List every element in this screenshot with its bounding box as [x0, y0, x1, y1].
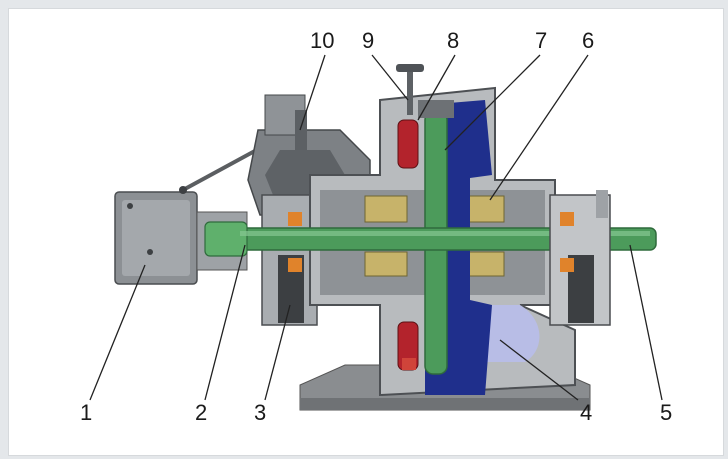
callout-label-5: 5: [660, 400, 672, 425]
callout-line-6: [489, 54, 589, 201]
seal-small-red: [402, 358, 416, 370]
callout-line-9: [371, 54, 409, 101]
callout-label-7: 7: [535, 28, 547, 53]
handwheel: [396, 64, 424, 72]
handwheel-stem: [407, 70, 413, 115]
right-bearing-orange-bottom: [560, 258, 574, 272]
callout-line-7: [444, 54, 541, 151]
linkage-pivot: [179, 186, 187, 194]
callout-label-2: 2: [195, 400, 207, 425]
actuator-screw: [147, 249, 153, 255]
shaft-coupling: [204, 221, 248, 257]
right-bearing-orange-top: [560, 212, 574, 226]
callout-label-1: 1: [80, 400, 92, 425]
left-bearing-orange-top: [288, 212, 302, 226]
internal-block-left: [364, 195, 408, 223]
callout-line-1: [89, 264, 146, 401]
right-end-cap: [596, 190, 608, 218]
callout-label-9: 9: [362, 28, 374, 53]
callout-label-4: 4: [580, 400, 592, 425]
disc-hub-top: [418, 100, 454, 118]
callout-line-2: [204, 244, 246, 401]
internal-block-left-lower: [364, 251, 408, 277]
seal-upper-red: [397, 119, 419, 169]
callout-line-4: [499, 339, 579, 401]
left-bearing-orange-bottom: [288, 258, 302, 272]
callout-label-8: 8: [447, 28, 459, 53]
actuator-face: [122, 200, 190, 276]
actuator-screw: [127, 203, 133, 209]
callout-line-10: [299, 54, 326, 131]
shaft-highlight: [240, 231, 650, 236]
callout-label-6: 6: [582, 28, 594, 53]
callout-label-3: 3: [254, 400, 266, 425]
callout-line-8: [417, 54, 456, 121]
callout-label-10: 10: [310, 28, 334, 53]
base-plate-front: [300, 398, 590, 410]
callout-line-5: [629, 244, 663, 401]
valve-stem: [295, 110, 307, 155]
callout-line-3: [264, 304, 291, 401]
